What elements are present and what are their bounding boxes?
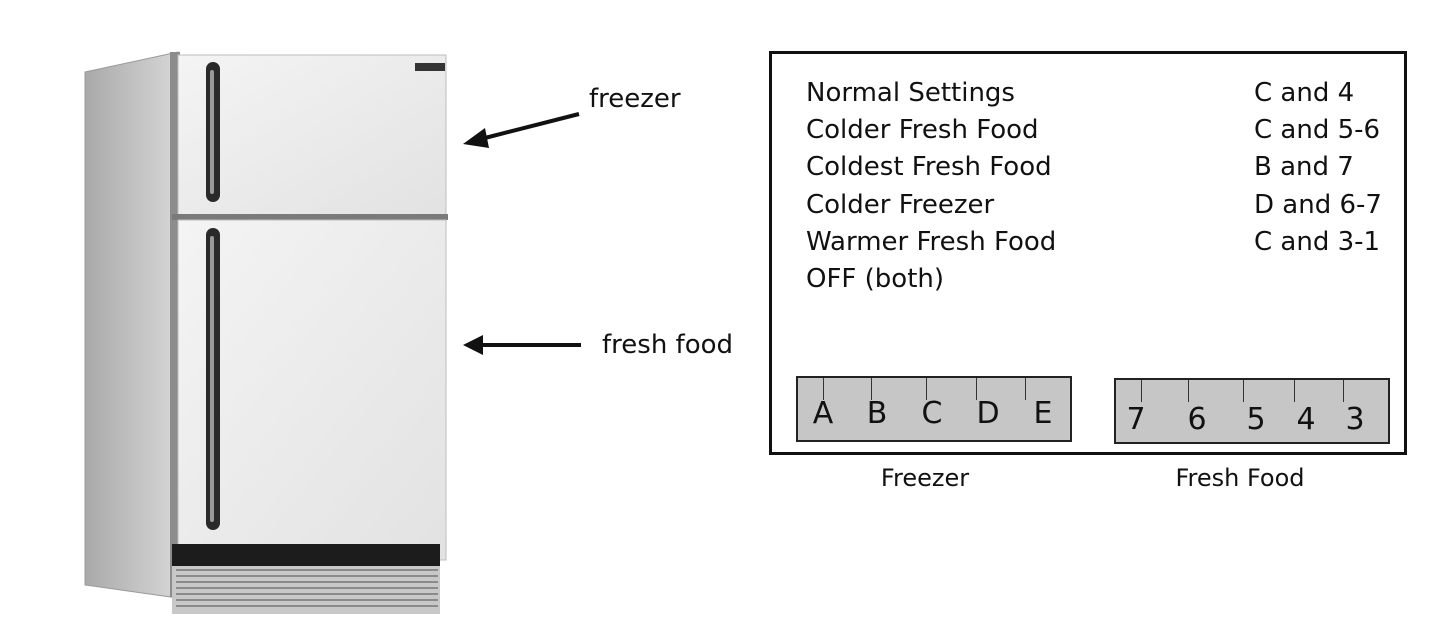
- fridge-body-edge: [170, 52, 180, 597]
- dial-tick: [823, 378, 824, 400]
- setting-name: Coldest Fresh Food: [806, 152, 1052, 182]
- setting-name: Colder Fresh Food: [806, 115, 1039, 145]
- settings-panel: Normal Settings C and 4 Colder Fresh Foo…: [769, 51, 1407, 455]
- setting-name: Warmer Fresh Food: [806, 227, 1057, 257]
- dial-tick: [1141, 380, 1142, 402]
- dial-tick: [1294, 380, 1295, 402]
- fresh-food-callout-label: fresh food: [602, 330, 734, 360]
- freezer-handle-highlight: [210, 70, 214, 194]
- dial-tick: [1243, 380, 1244, 402]
- fresh-food-arrow: [463, 335, 581, 355]
- freezer-dial-label-c: C: [921, 396, 943, 431]
- freezer-door-hinge: [415, 63, 445, 71]
- setting-value: C and 4: [1254, 78, 1355, 108]
- setting-value: D and 6-7: [1254, 190, 1382, 220]
- dial-tick: [1025, 378, 1026, 400]
- setting-name: Colder Freezer: [806, 190, 995, 220]
- fresh-food-handle-highlight: [210, 236, 214, 522]
- fresh-food-dial[interactable]: 7 6 5 4 3: [1114, 378, 1390, 444]
- fresh-food-dial-label-3: 3: [1345, 402, 1365, 437]
- freezer-callout-label: freezer: [589, 84, 681, 114]
- fresh-food-dial-label-7: 7: [1126, 402, 1146, 437]
- fresh-food-dial-label-5: 5: [1246, 402, 1266, 437]
- fridge-side-panel: [84, 51, 179, 599]
- refrigerator-illustration: [84, 51, 448, 614]
- dial-tick: [926, 378, 927, 400]
- setting-name: Normal Settings: [806, 78, 1015, 108]
- fresh-food-door: [177, 219, 447, 561]
- freezer-dial-label-b: B: [866, 396, 888, 431]
- dial-tick: [1188, 380, 1189, 402]
- dial-tick: [976, 378, 977, 400]
- dial-tick: [871, 378, 872, 400]
- fresh-food-dial-label-6: 6: [1187, 402, 1207, 437]
- grille: [172, 566, 440, 614]
- freezer-door: [177, 54, 447, 216]
- door-divider: [172, 214, 448, 220]
- freezer-dial-label-d: D: [976, 396, 1000, 431]
- fresh-food-dial-caption: Fresh Food: [1175, 464, 1305, 492]
- setting-name: OFF (both): [806, 264, 945, 294]
- fresh-food-dial-label-4: 4: [1296, 402, 1316, 437]
- kick-plate: [172, 544, 440, 566]
- dial-tick: [1343, 380, 1344, 402]
- freezer-dial[interactable]: A B C D E: [796, 376, 1072, 442]
- setting-value: C and 5-6: [1254, 115, 1381, 145]
- freezer-dial-caption: Freezer: [880, 464, 970, 492]
- callout-arrows: [463, 112, 581, 355]
- freezer-dial-label-e: E: [1033, 396, 1053, 431]
- freezer-arrow: [463, 112, 580, 148]
- setting-value: C and 3-1: [1254, 227, 1381, 257]
- setting-value: B and 7: [1254, 152, 1354, 182]
- freezer-dial-label-a: A: [812, 396, 834, 431]
- grille-slats: [176, 569, 438, 607]
